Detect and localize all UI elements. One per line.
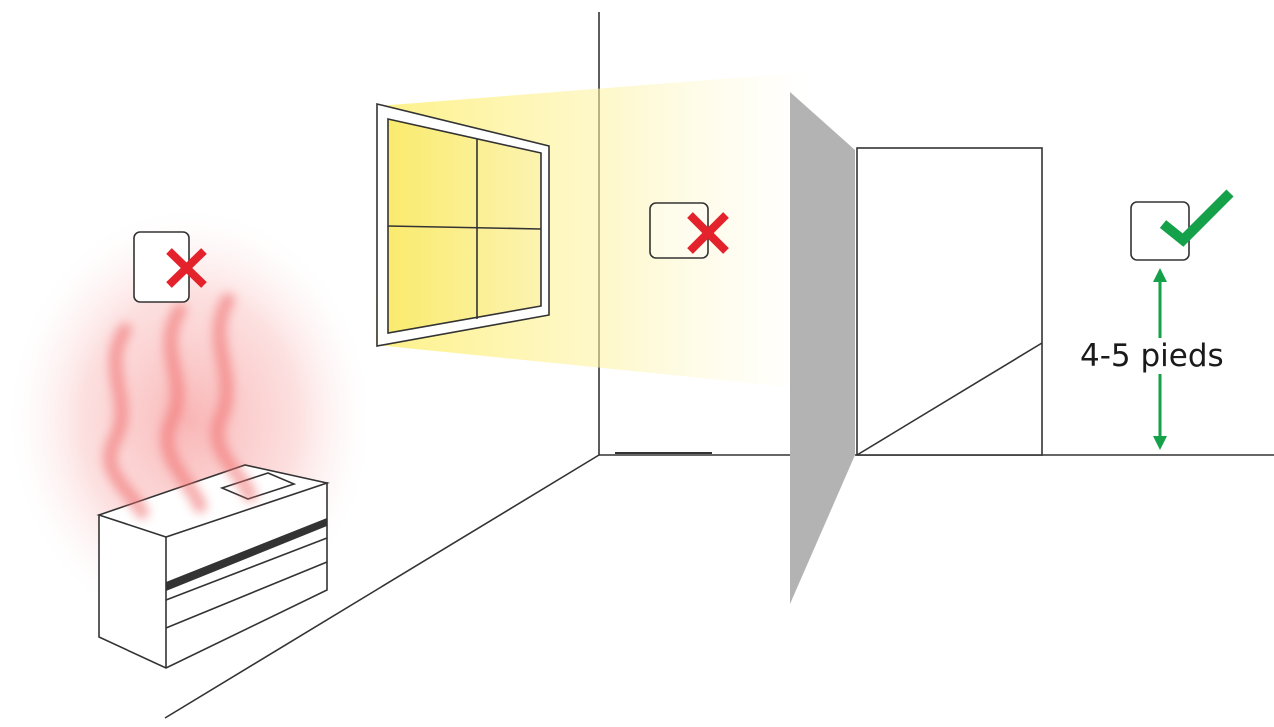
- x-mark-icon: [687, 212, 729, 254]
- heater-vent-stripe: [166, 518, 327, 591]
- heat-waves: [103, 293, 257, 519]
- thermostat-near-heater: [133, 231, 207, 303]
- x-mark-icon: [166, 248, 207, 288]
- window: [376, 102, 550, 347]
- wall-partition: [790, 92, 855, 604]
- doorway: [856, 147, 1043, 456]
- checkmark-icon: [1159, 189, 1234, 247]
- thermostat-correct: [1130, 189, 1234, 261]
- height-label: 4-5 pieds: [1076, 338, 1228, 374]
- heater-unit: [96, 464, 330, 669]
- thermostat-in-sunlight: [649, 202, 729, 259]
